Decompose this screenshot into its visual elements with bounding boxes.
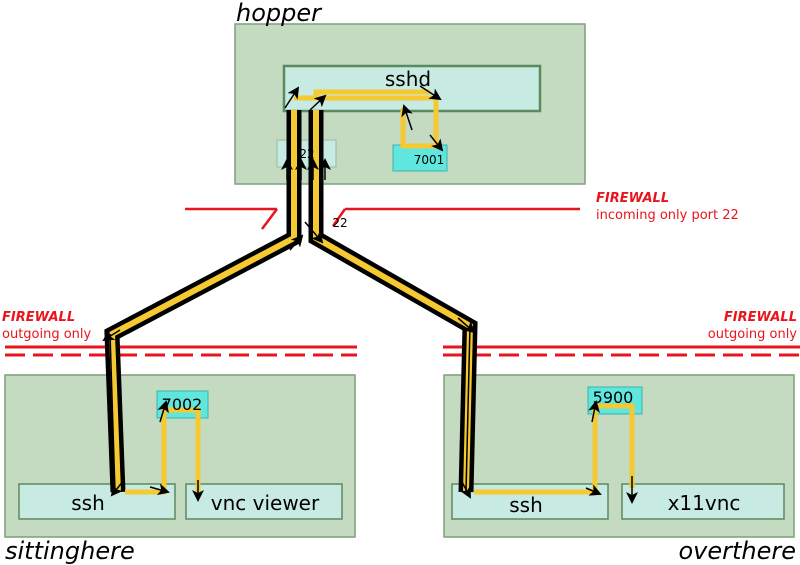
arrow-7002 [157, 400, 169, 423]
arrow-sshd-in-1 [284, 86, 300, 109]
arrow-7001 [429, 134, 444, 152]
vnc-viewer-box [185, 483, 343, 520]
arrow-right-down [304, 221, 324, 244]
port-label-firewall-22: 22 [332, 216, 347, 230]
arrow-sshd-right [419, 85, 442, 101]
arrow-7002-in [149, 483, 170, 496]
firewall-right-subtitle: outgoing only [708, 327, 798, 342]
x11vnc-box [621, 483, 785, 520]
process-label-sshd: sshd [385, 67, 431, 91]
port-label-22: 22 [299, 147, 314, 161]
firewall-left-title: FIREWALL [2, 310, 75, 325]
sshd-box [282, 64, 542, 113]
arrow-sshd-in-2 [309, 94, 327, 111]
left-firewall [5, 345, 357, 357]
firewall-left-subtitle: outgoing only [2, 327, 92, 342]
top-firewall [185, 207, 580, 230]
tunnel-left-core [108, 110, 297, 493]
host-label-sittinghere: sittinghere [5, 537, 135, 565]
host-label-hopper: hopper [236, 0, 323, 27]
host-label-overthere: overthere [678, 537, 796, 565]
arrow-5900-in [585, 484, 602, 496]
arrow-ssh-left-in [110, 479, 125, 497]
process-label-vnc-viewer: vnc viewer [211, 491, 320, 515]
process-label-x11vnc: x11vnc [668, 491, 741, 515]
port-label-5900: 5900 [593, 388, 634, 407]
arrow-7001-left [401, 104, 413, 131]
arrow-left-up [289, 234, 304, 251]
firewall-right-title: FIREWALL [724, 310, 797, 325]
process-label-ssh-right: ssh [509, 493, 543, 517]
firewall-top-title: FIREWALL [596, 191, 669, 206]
arrow-right-bend [457, 317, 476, 334]
arrow-ssh-right-in [460, 481, 471, 499]
flow-arrows [102, 85, 638, 504]
firewall-top-subtitle: incoming only port 22 [596, 208, 739, 223]
right-firewall [443, 345, 800, 357]
process-label-ssh-left: ssh [71, 491, 105, 515]
arrow-left-bend [102, 329, 121, 342]
port-label-7001: 7001 [414, 153, 445, 167]
tunnel-inner-lines [109, 325, 471, 493]
port-label-7002: 7002 [162, 395, 203, 414]
arrow-5900 [588, 400, 600, 423]
